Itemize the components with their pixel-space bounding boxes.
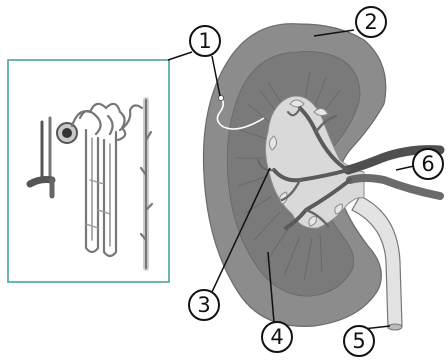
leader-line-1 [168, 52, 220, 96]
callout-5: 5 [344, 326, 374, 356]
kidney-icon [203, 24, 440, 330]
callout-number: 4 [270, 325, 283, 349]
callout-number: 6 [421, 152, 434, 176]
nephron-inset [8, 60, 169, 282]
callout-6: 6 [413, 149, 443, 179]
callout-number: 5 [352, 329, 365, 353]
callout-2: 2 [356, 7, 386, 37]
callout-number: 1 [198, 29, 211, 53]
callout-3: 3 [189, 290, 219, 320]
leader-line-6 [396, 166, 414, 170]
callout-number: 2 [364, 10, 377, 34]
callout-4: 4 [262, 322, 292, 352]
callout-number: 3 [197, 293, 210, 317]
callout-1: 1 [190, 26, 220, 56]
